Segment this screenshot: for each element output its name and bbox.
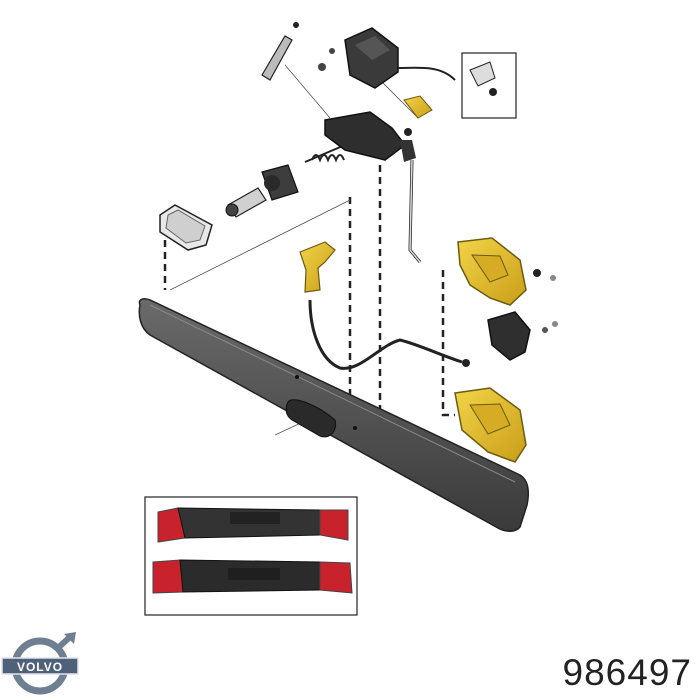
licence-plate-light — [159, 204, 213, 251]
photo-bottom — [152, 559, 353, 594]
detail-inset-box — [397, 52, 517, 136]
photo-top — [157, 507, 349, 543]
upper-latch-highlight — [457, 237, 556, 306]
handle-assembly — [261, 22, 416, 162]
volvo-logo-icon: VOLVO — [1, 632, 79, 695]
latch-bracket — [487, 311, 558, 361]
lock-cylinder-parts — [225, 144, 346, 218]
tailgate-trim-panel — [138, 298, 530, 532]
release-rod — [408, 159, 422, 263]
tail-light-inset — [144, 496, 358, 616]
part-number: 986497 — [562, 652, 692, 693]
yellow-release-handle — [299, 241, 470, 370]
lock-actuator — [318, 27, 399, 89]
logo-wordmark: VOLVO — [17, 660, 63, 674]
lower-latch-highlight — [454, 387, 527, 463]
